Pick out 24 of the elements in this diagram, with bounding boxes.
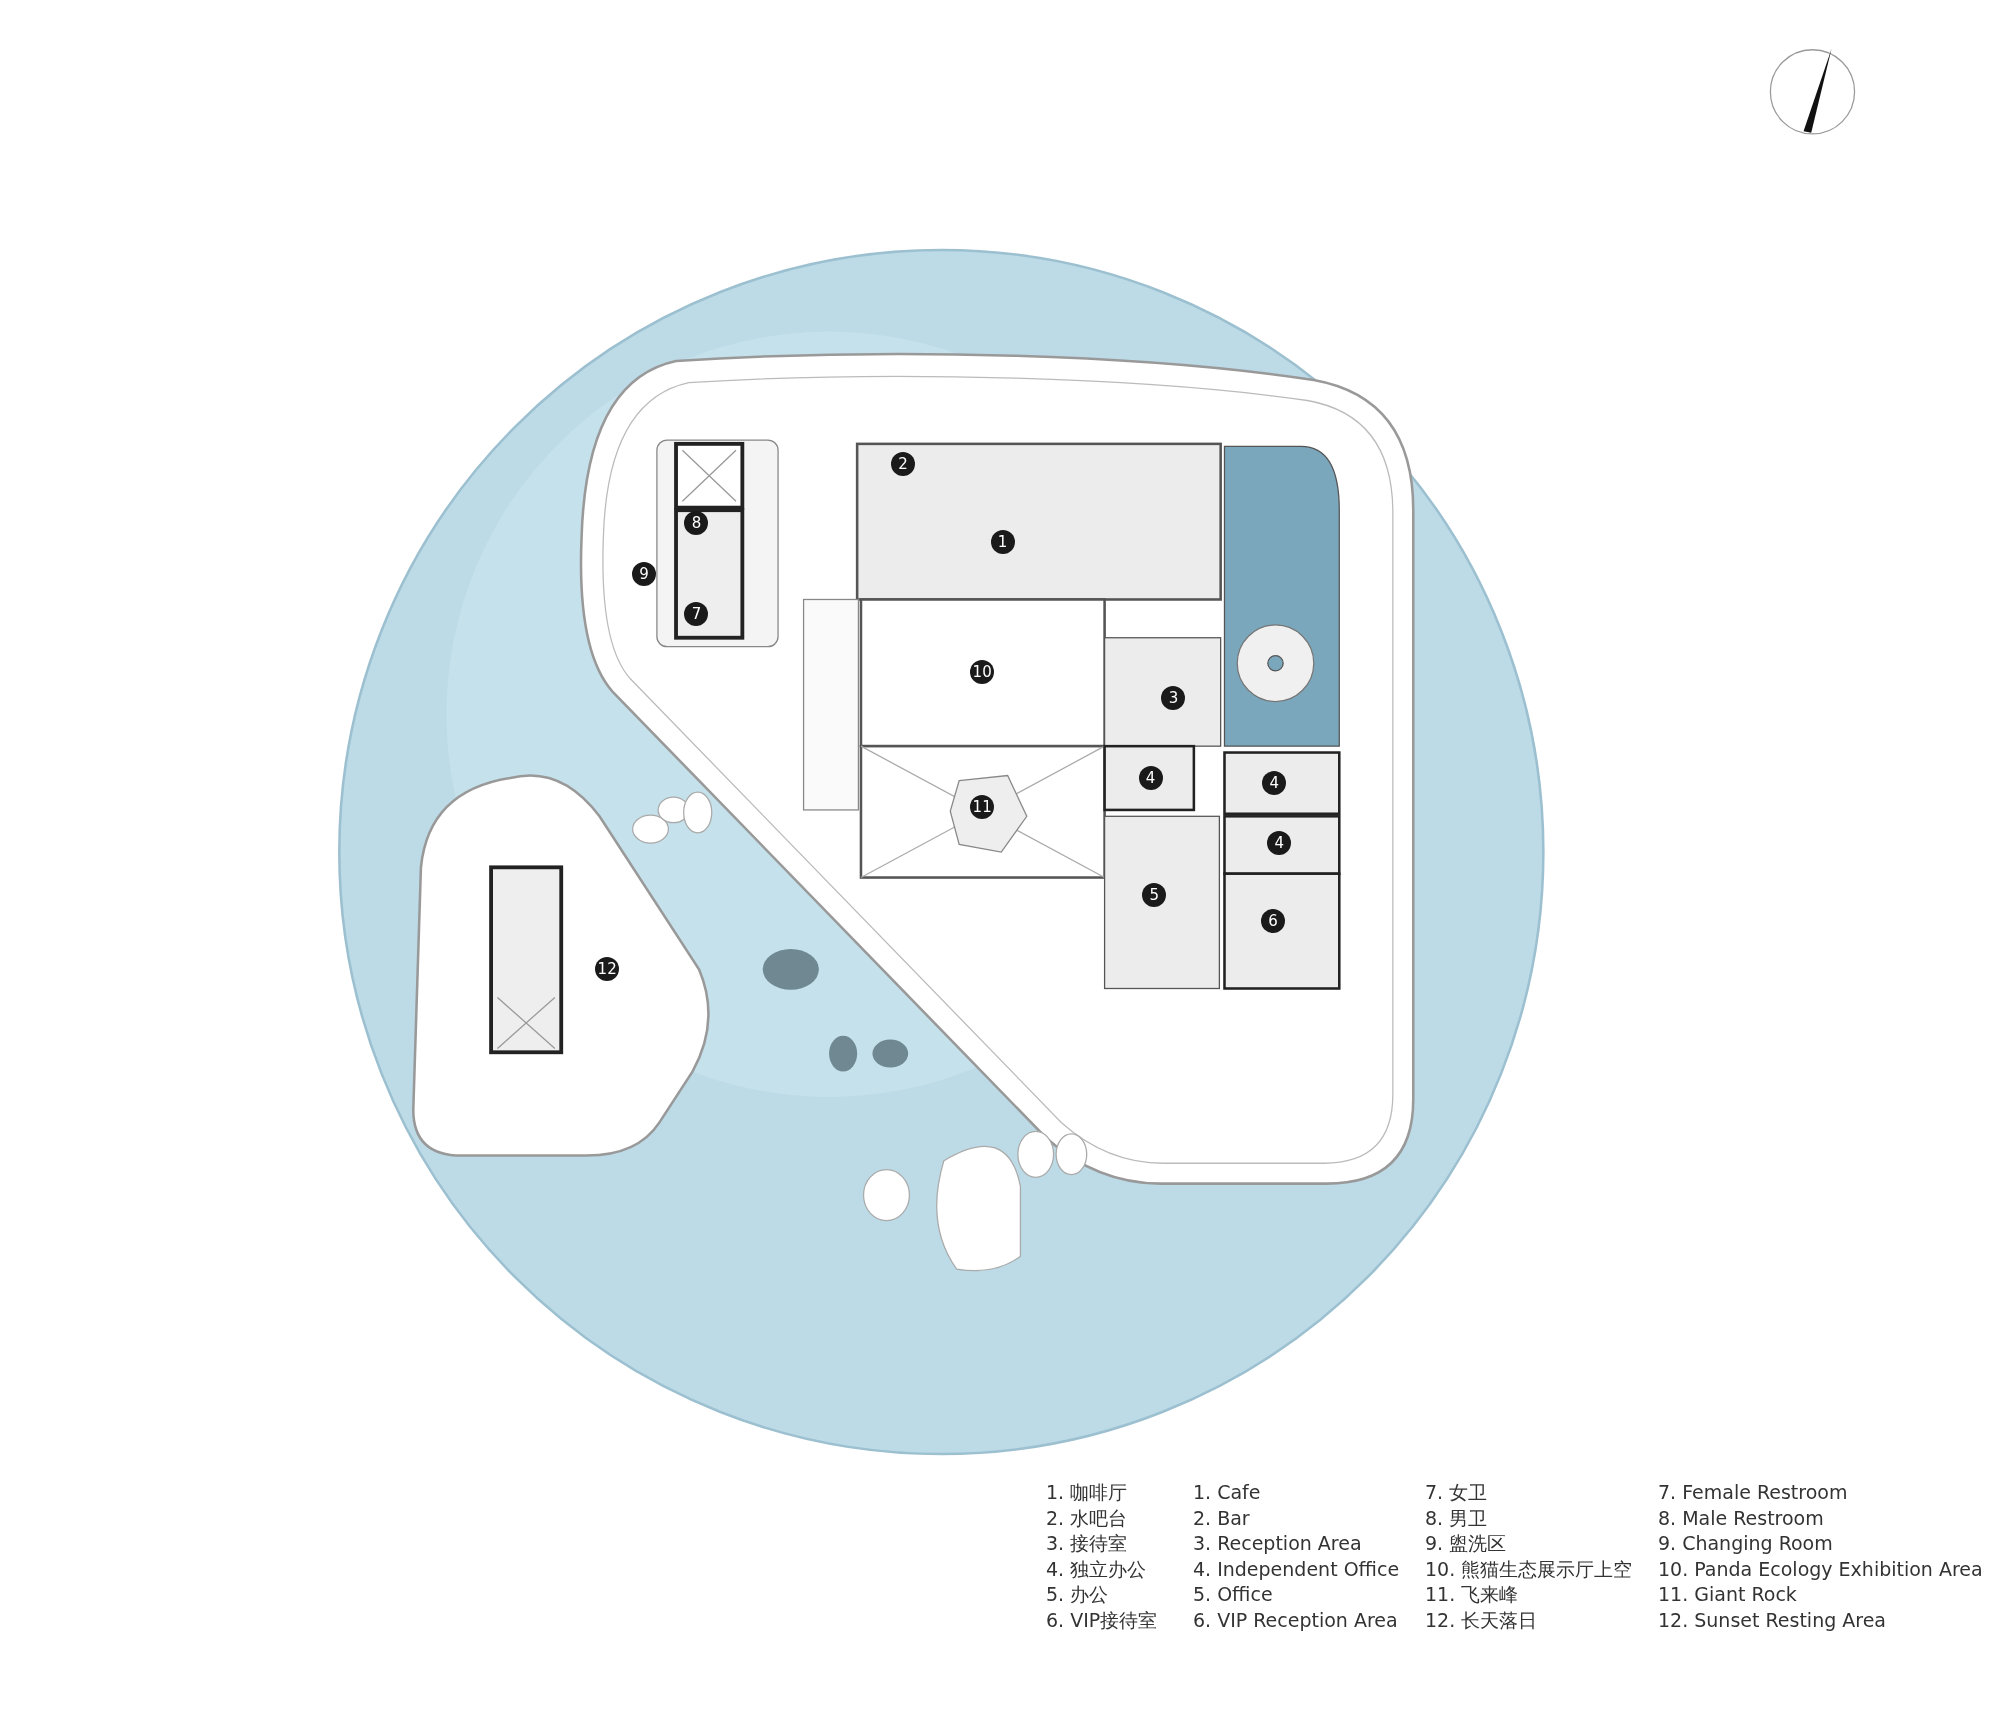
legend-entry: 6. VIP接待室 xyxy=(1046,1607,1158,1632)
legend-entry: 6. VIP Reception Area xyxy=(1193,1607,1398,1632)
legend-entry: 3. Reception Area xyxy=(1193,1531,1362,1555)
legend-entry: 7. 女卫 xyxy=(1425,1480,1488,1504)
legend-entry: 1. Cafe xyxy=(1193,1480,1261,1504)
legend-entry: 1. 咖啡厅 xyxy=(1046,1480,1128,1504)
legend-entry: 9. Changing Room xyxy=(1658,1531,1833,1555)
legend-entry: 7. Female Restroom xyxy=(1658,1480,1848,1504)
legend-entry: 8. 男卫 xyxy=(1425,1505,1488,1530)
legend-entry: 2. Bar xyxy=(1193,1505,1250,1530)
legend-entry: 5. 办公 xyxy=(1046,1582,1109,1606)
legend-entry: 10. Panda Ecology Exhibition Area xyxy=(1658,1556,1983,1581)
legend-entry: 10. 熊猫生态展示厅上空 xyxy=(1425,1556,1633,1581)
legend-entry: 3. 接待室 xyxy=(1046,1531,1128,1555)
legend-entry: 4. Independent Office xyxy=(1193,1556,1400,1581)
legend-entry: 5. Office xyxy=(1193,1582,1273,1606)
legend-entry: 4. 独立办公 xyxy=(1046,1556,1147,1581)
legend-entry: 12. Sunset Resting Area xyxy=(1658,1607,1886,1632)
legend-entry: 12. 长天落日 xyxy=(1425,1607,1538,1632)
legend-entry: 11. 飞来峰 xyxy=(1425,1582,1519,1606)
legend-entry: 9. 盥洗区 xyxy=(1425,1531,1507,1555)
legend-entry: 8. Male Restroom xyxy=(1658,1505,1824,1530)
legend-entry: 11. Giant Rock xyxy=(1658,1582,1797,1606)
legend-entry: 2. 水吧台 xyxy=(1046,1505,1128,1530)
